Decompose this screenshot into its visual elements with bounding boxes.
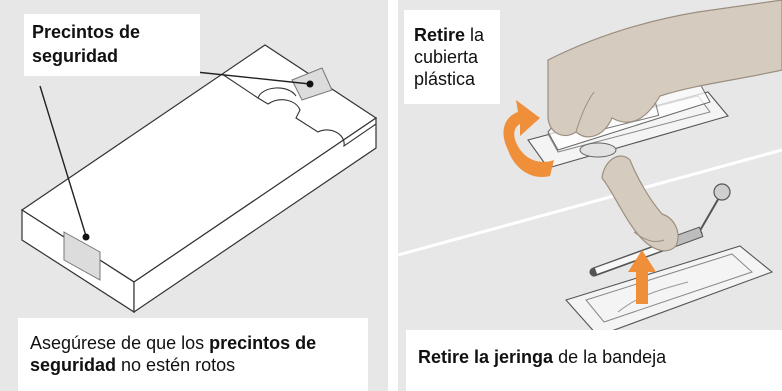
left-caption-box: Asegúrese de que los precintos de seguri… [18, 318, 368, 391]
lift-arrow-icon [636, 268, 648, 304]
cover-label-line1-rest: la [465, 25, 485, 45]
seal-label-line1: Precintos de [32, 22, 141, 42]
lower-tray [565, 245, 774, 337]
syringe-tray-illustration [398, 0, 782, 337]
right-caption: Retire la jeringa de la bandeja [418, 346, 782, 368]
carton-illustration [20, 44, 378, 314]
cover-label-line3: plástica [414, 69, 476, 89]
left-caption-part2: no estén rotos [116, 355, 236, 375]
left-caption: Asegúrese de que los precintos de seguri… [30, 332, 368, 376]
right-caption-box: Retire la jeringa de la bandeja [406, 330, 782, 391]
left-caption-part1: Asegúrese de que los [30, 333, 210, 353]
carton-side [133, 116, 377, 314]
carton-flap [221, 73, 377, 148]
cover-label-line1: Retire la [414, 24, 500, 46]
seal-label-box: Precintos de seguridad [24, 14, 200, 76]
step-divider [398, 148, 782, 257]
pointer-line-front [39, 85, 87, 237]
peel-arrow-icon [503, 100, 554, 177]
right-caption-bold: Retire la jeringa [418, 347, 554, 367]
upper-hand [547, 0, 782, 138]
right-panel: Retire la cubierta plástica Retire la je… [398, 0, 782, 391]
front-seal [63, 231, 101, 281]
cover-label-line2: cubierta [414, 47, 479, 67]
cover-label-bold: Retire [414, 25, 466, 45]
left-panel: Precintos de seguridad Asegúrese de que … [0, 0, 388, 391]
seal-label-line2: seguridad [32, 46, 119, 66]
left-caption-bold: precintos de seguridad [30, 333, 317, 375]
right-caption-rest: de la bandeja [553, 347, 667, 367]
cover-label-box: Retire la cubierta plástica [404, 10, 500, 104]
lower-hand [601, 155, 679, 252]
pointer-line-top [195, 71, 311, 85]
